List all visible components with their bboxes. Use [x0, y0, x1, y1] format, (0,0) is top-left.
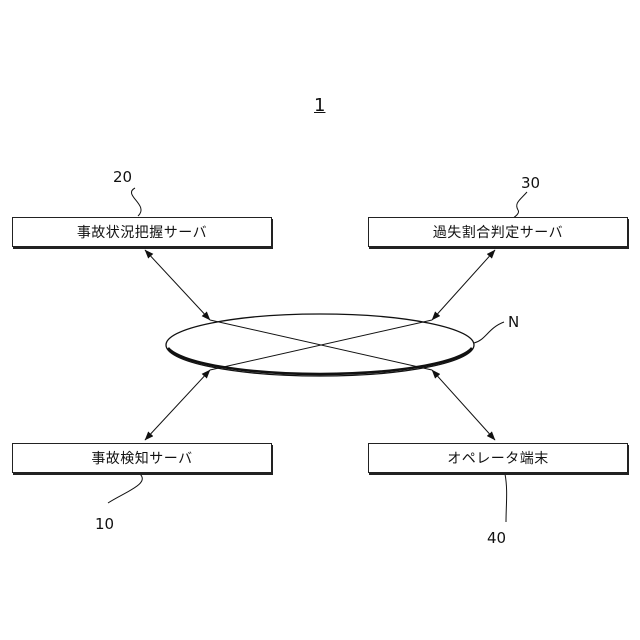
fault-ratio-server-box: 過失割合判定サーバ [368, 217, 628, 247]
connector-30-network [432, 250, 495, 320]
ref-numeral-40: 40 [487, 529, 506, 547]
ref-numeral-20: 20 [113, 168, 132, 186]
accident-detection-server-label: 事故検知サーバ [91, 448, 192, 468]
accident-status-server-box: 事故状況把握サーバ [12, 217, 272, 247]
connector-10-network [145, 370, 210, 440]
ref-numeral-30: 30 [521, 174, 540, 192]
leader-network [474, 322, 504, 343]
leader-40 [505, 474, 507, 522]
leader-20 [131, 188, 141, 216]
figure-number: 1 [314, 95, 325, 116]
fault-ratio-server-label: 過失割合判定サーバ [433, 222, 563, 242]
ref-numeral-10: 10 [95, 515, 114, 533]
connector-20-network [145, 250, 210, 320]
connector-40-network [432, 370, 495, 440]
accident-detection-server-box: 事故検知サーバ [12, 443, 272, 473]
leader-30 [512, 192, 527, 219]
operator-terminal-box: オペレータ端末 [368, 443, 628, 473]
network-label: N [508, 313, 519, 331]
operator-terminal-label: オペレータ端末 [447, 448, 549, 468]
leader-10 [108, 474, 142, 503]
accident-status-server-label: 事故状況把握サーバ [77, 222, 207, 242]
